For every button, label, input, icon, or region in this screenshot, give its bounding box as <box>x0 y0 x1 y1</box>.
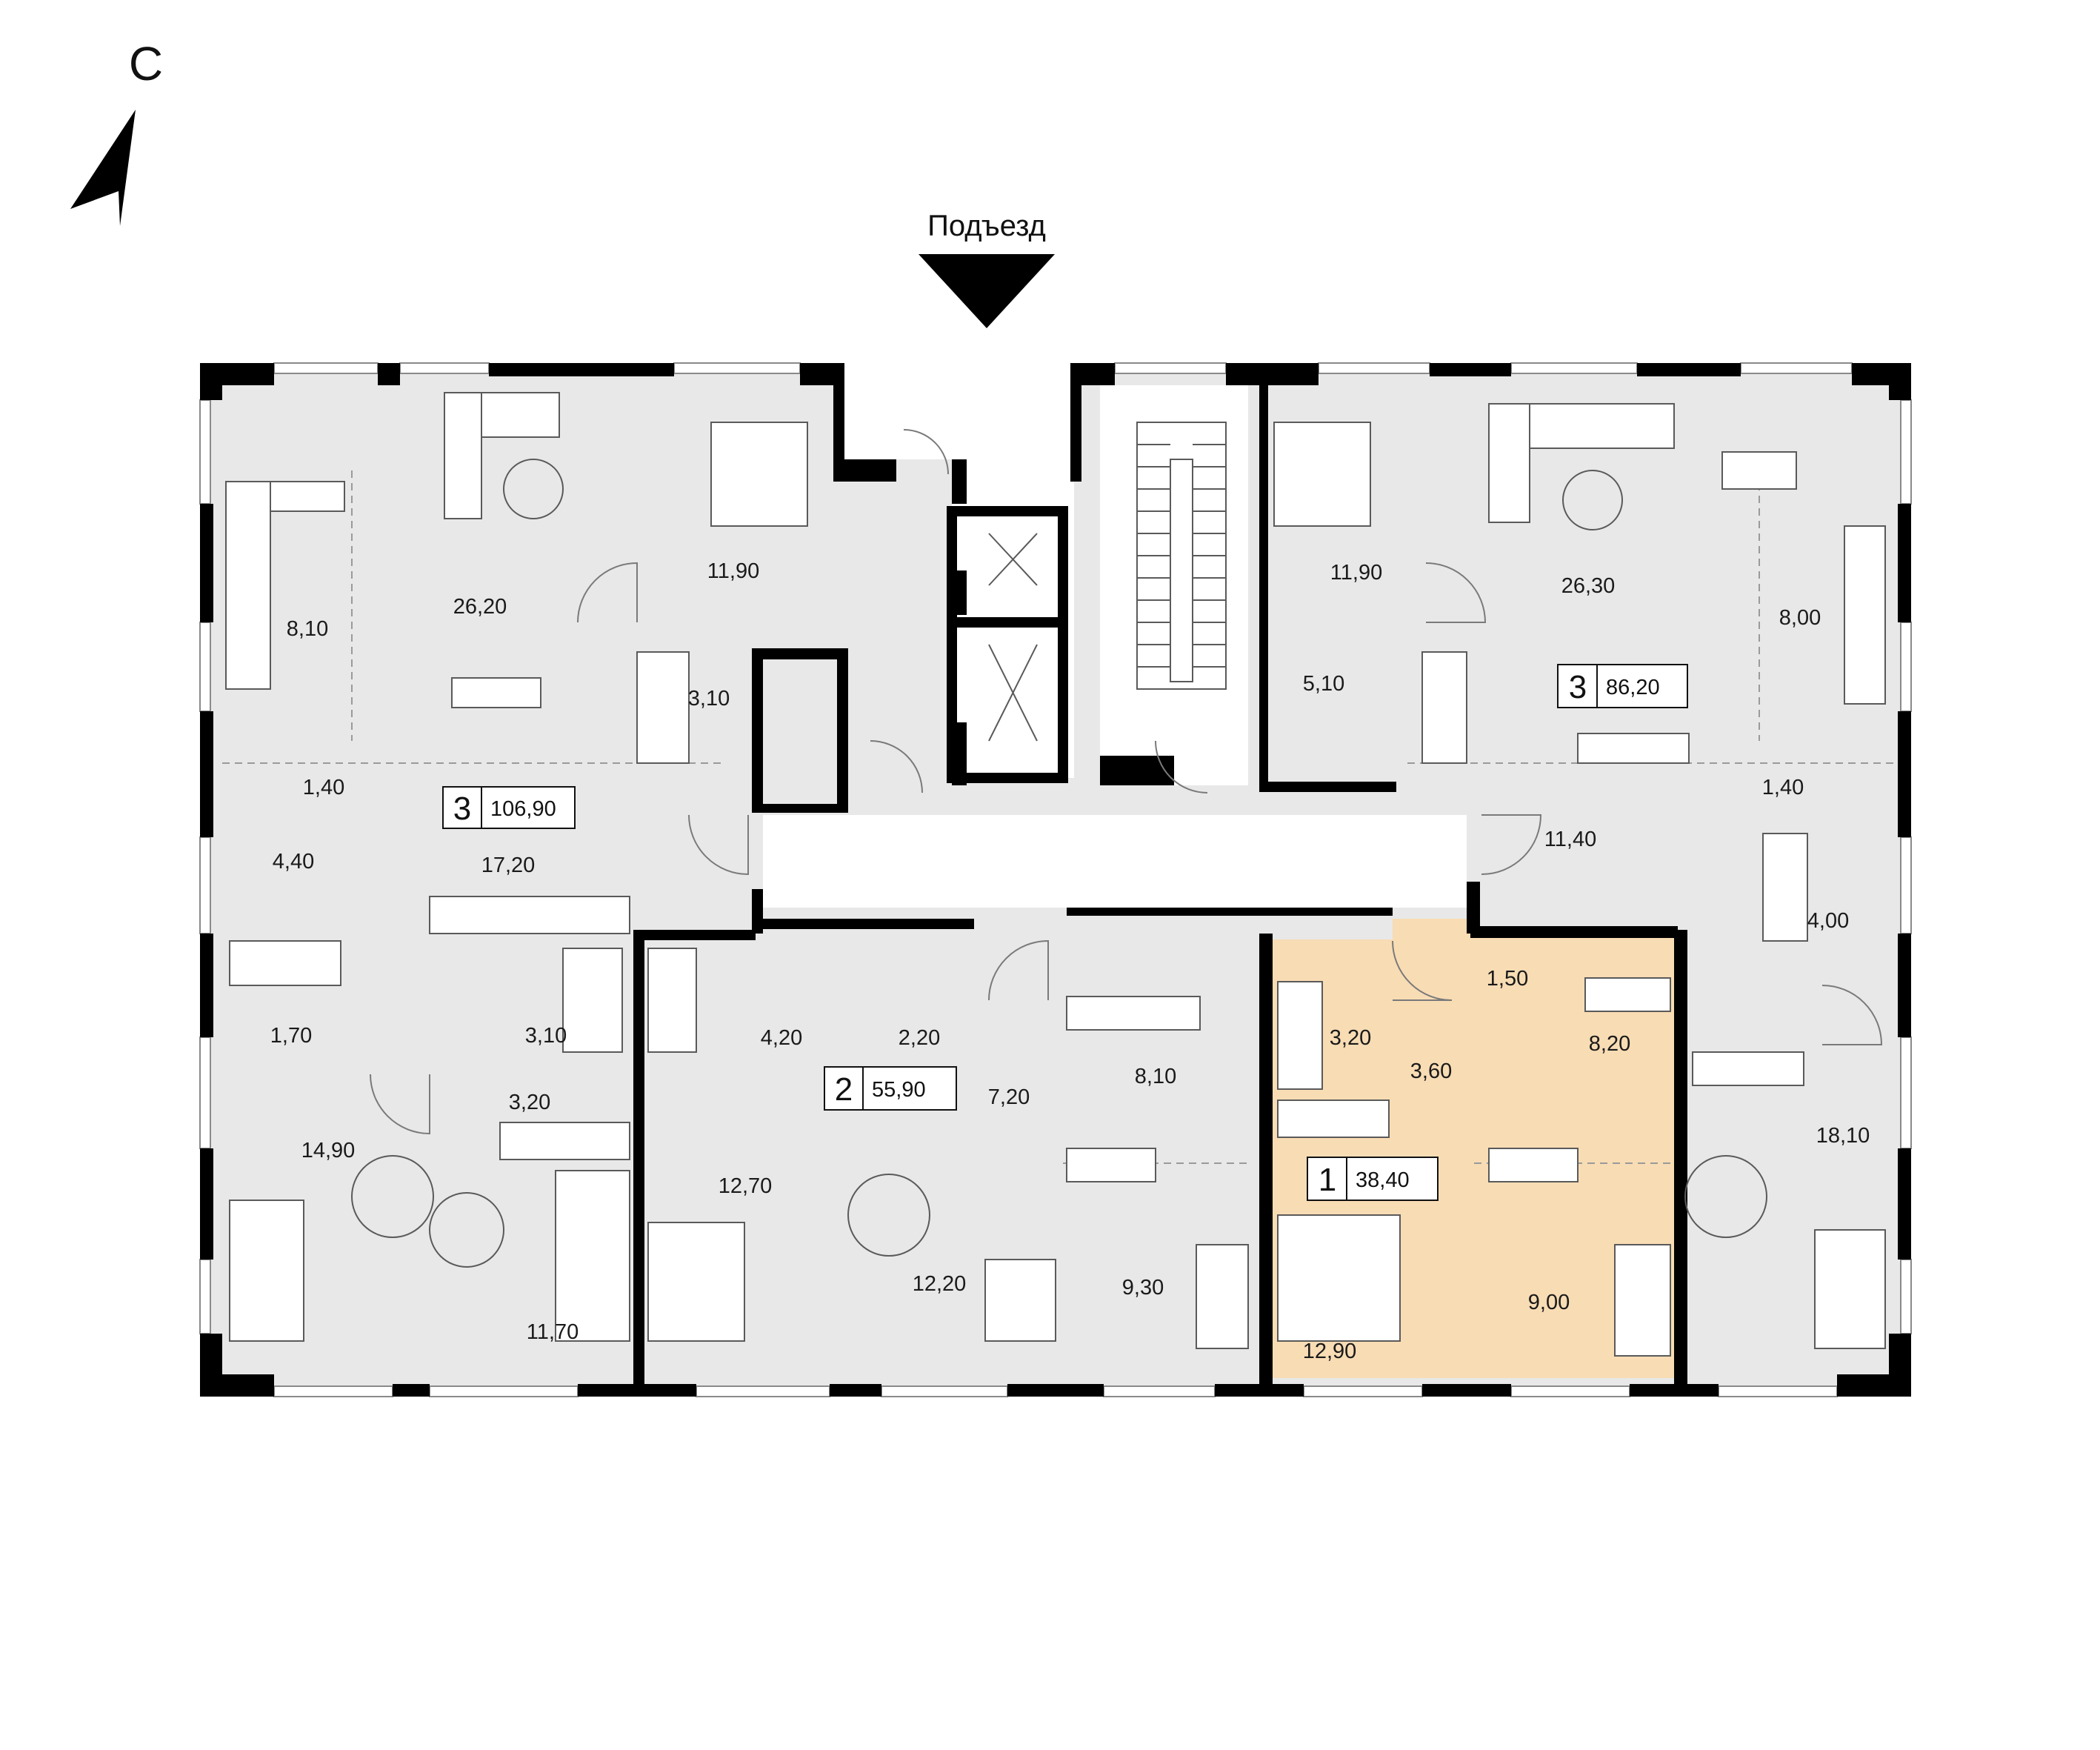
stairwell-core <box>844 363 1248 785</box>
room-area-label: 4,40 <box>273 850 314 874</box>
room-area-label: 11,90 <box>1330 561 1382 585</box>
room-area-label: 8,10 <box>287 617 328 641</box>
corridor <box>763 815 1467 908</box>
windows <box>199 362 1912 1397</box>
room-area-label: 3,10 <box>525 1024 567 1048</box>
room-area-label: 12,90 <box>1303 1340 1357 1363</box>
apartment-tag: 2 55,90 <box>824 1066 957 1111</box>
room-area-label: 18,10 <box>1816 1124 1870 1148</box>
apartment-rooms: 3 <box>1569 669 1587 705</box>
room-area-label: 3,20 <box>509 1091 550 1114</box>
kitchen-counter-icon <box>1066 996 1201 1031</box>
bathtub-icon <box>562 948 623 1053</box>
bathtub-icon <box>636 651 690 764</box>
apartment-area: 86,20 <box>1606 676 1660 699</box>
doors <box>370 429 1883 1135</box>
entrance-label: Подъезд <box>927 210 1046 242</box>
dining-table-icon <box>1066 1148 1156 1182</box>
double-bed-icon <box>1273 422 1371 527</box>
apartment-rooms: 3 <box>453 791 471 827</box>
room-area-label: 2,20 <box>899 1026 940 1050</box>
wardrobe-icon <box>1277 1099 1390 1138</box>
double-bed-icon <box>710 422 808 527</box>
room-area-label: 9,30 <box>1122 1276 1164 1300</box>
interior-walls <box>633 363 1687 1389</box>
desk-icon <box>1692 1051 1804 1086</box>
apartment-area: 38,40 <box>1356 1168 1410 1192</box>
room-area-label: 3,10 <box>688 687 730 711</box>
kitchen-island-icon <box>1577 733 1690 764</box>
room-area-label: 26,30 <box>1561 574 1616 598</box>
room-area-label: 1,70 <box>270 1024 312 1048</box>
room-area-label: 7,20 <box>988 1085 1030 1109</box>
double-bed-icon <box>1277 1214 1401 1342</box>
wardrobe-icon <box>429 896 630 934</box>
room-area-label: 1,50 <box>1487 967 1528 991</box>
sofa-icon <box>1196 1244 1249 1349</box>
entrance-marker: Подъезд <box>919 210 1055 328</box>
room-area-label: 3,20 <box>1330 1026 1371 1050</box>
sofa-icon <box>1614 1244 1671 1357</box>
apartment-area: 106,90 <box>490 797 556 821</box>
room-area-label: 8,10 <box>1135 1065 1176 1088</box>
room-area-label: 11,40 <box>1544 828 1596 851</box>
north-arrow-icon <box>70 110 136 226</box>
room-area-label: 12,70 <box>719 1174 773 1198</box>
kitchen-counter-icon <box>1844 525 1886 705</box>
room-area-labels: 8,10 26,20 11,90 3,10 1,40 4,40 17,20 1,… <box>270 559 1870 1363</box>
apartment-area: 55,90 <box>872 1078 926 1102</box>
apartment-rooms: 2 <box>835 1071 853 1108</box>
room-area-label: 8,20 <box>1589 1032 1630 1056</box>
apartment-tag: 3 86,20 <box>1557 664 1688 708</box>
exterior-walls <box>200 363 1911 1397</box>
apartment-rooms: 1 <box>1319 1162 1336 1198</box>
entrance-arrow-icon <box>919 254 1055 328</box>
bathtub-icon <box>1421 651 1467 764</box>
room-area-label: 14,90 <box>301 1139 356 1162</box>
room-area-label: 9,00 <box>1528 1291 1570 1314</box>
room-area-label: 1,40 <box>303 776 344 799</box>
dining-table-icon <box>1721 451 1797 490</box>
compass: С <box>70 37 163 226</box>
dining-table-icon <box>1488 1148 1579 1182</box>
single-bed-icon <box>1814 1229 1886 1349</box>
bathtub-icon <box>229 940 341 986</box>
room-area-label: 17,20 <box>481 854 536 877</box>
single-bed-icon <box>555 1170 630 1342</box>
bathtub-icon <box>647 948 697 1053</box>
kitchen-counter-icon <box>1584 977 1671 1012</box>
room-area-label: 4,20 <box>761 1026 802 1050</box>
bathtub-icon <box>1277 981 1323 1090</box>
furniture <box>225 392 1886 1357</box>
double-bed-icon <box>647 1222 745 1342</box>
room-area-label: 1,40 <box>1762 776 1804 799</box>
room-area-label: 26,20 <box>453 595 507 619</box>
single-bed-icon <box>984 1259 1056 1342</box>
north-label: С <box>129 37 163 90</box>
desk-icon <box>229 1200 304 1342</box>
room-area-label: 11,70 <box>527 1320 579 1344</box>
room-area-label: 12,20 <box>913 1272 967 1296</box>
room-area-label: 11,90 <box>707 559 759 583</box>
apartment-tag: 1 38,40 <box>1307 1157 1439 1201</box>
room-area-label: 5,10 <box>1303 672 1344 696</box>
bathtub-icon <box>1762 833 1808 942</box>
room-area-label: 3,60 <box>1410 1059 1452 1083</box>
room-area-label: 8,00 <box>1779 606 1821 630</box>
apartment-tag: 3 106,90 <box>442 786 576 829</box>
room-area-label: 4,00 <box>1807 909 1849 933</box>
dining-table-icon <box>451 677 541 708</box>
kitchen-counter-icon <box>225 481 271 690</box>
